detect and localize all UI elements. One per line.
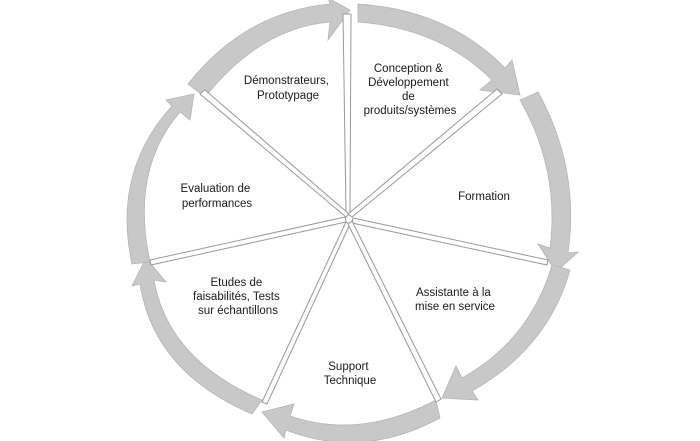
arrow-segment-6	[131, 257, 263, 415]
label-conception: Conception & Développement de produits/s…	[364, 63, 457, 117]
arrow-ring	[126, 0, 580, 441]
arrow-segment-7	[126, 93, 195, 265]
label-support: Support Technique	[324, 361, 376, 387]
label-evaluation: Evaluation de performances	[181, 183, 254, 210]
divider-left	[149, 216, 347, 266]
arrow-segment-3	[519, 91, 580, 273]
label-etudes: Etudes de faisabilités, Tests sur échant…	[193, 277, 283, 317]
label-assistante: Assistante à la mise en service	[415, 287, 495, 313]
arrow-segment-4	[441, 264, 571, 401]
divider-upper-right	[347, 88, 503, 218]
segment-dividers	[149, 13, 549, 405]
arrow-segment-5	[261, 399, 441, 441]
label-demonstrateurs: Démonstrateurs, Prototypage	[244, 75, 332, 102]
divider-right	[351, 217, 549, 266]
divider-lower-right	[347, 220, 442, 403]
segment-labels: Démonstrateurs, Prototypage Conception &…	[181, 63, 510, 387]
arrow-segment-1	[187, 0, 351, 98]
divider-top	[342, 13, 352, 215]
label-formation: Formation	[458, 191, 510, 203]
arrow-segment-2	[357, 3, 521, 96]
